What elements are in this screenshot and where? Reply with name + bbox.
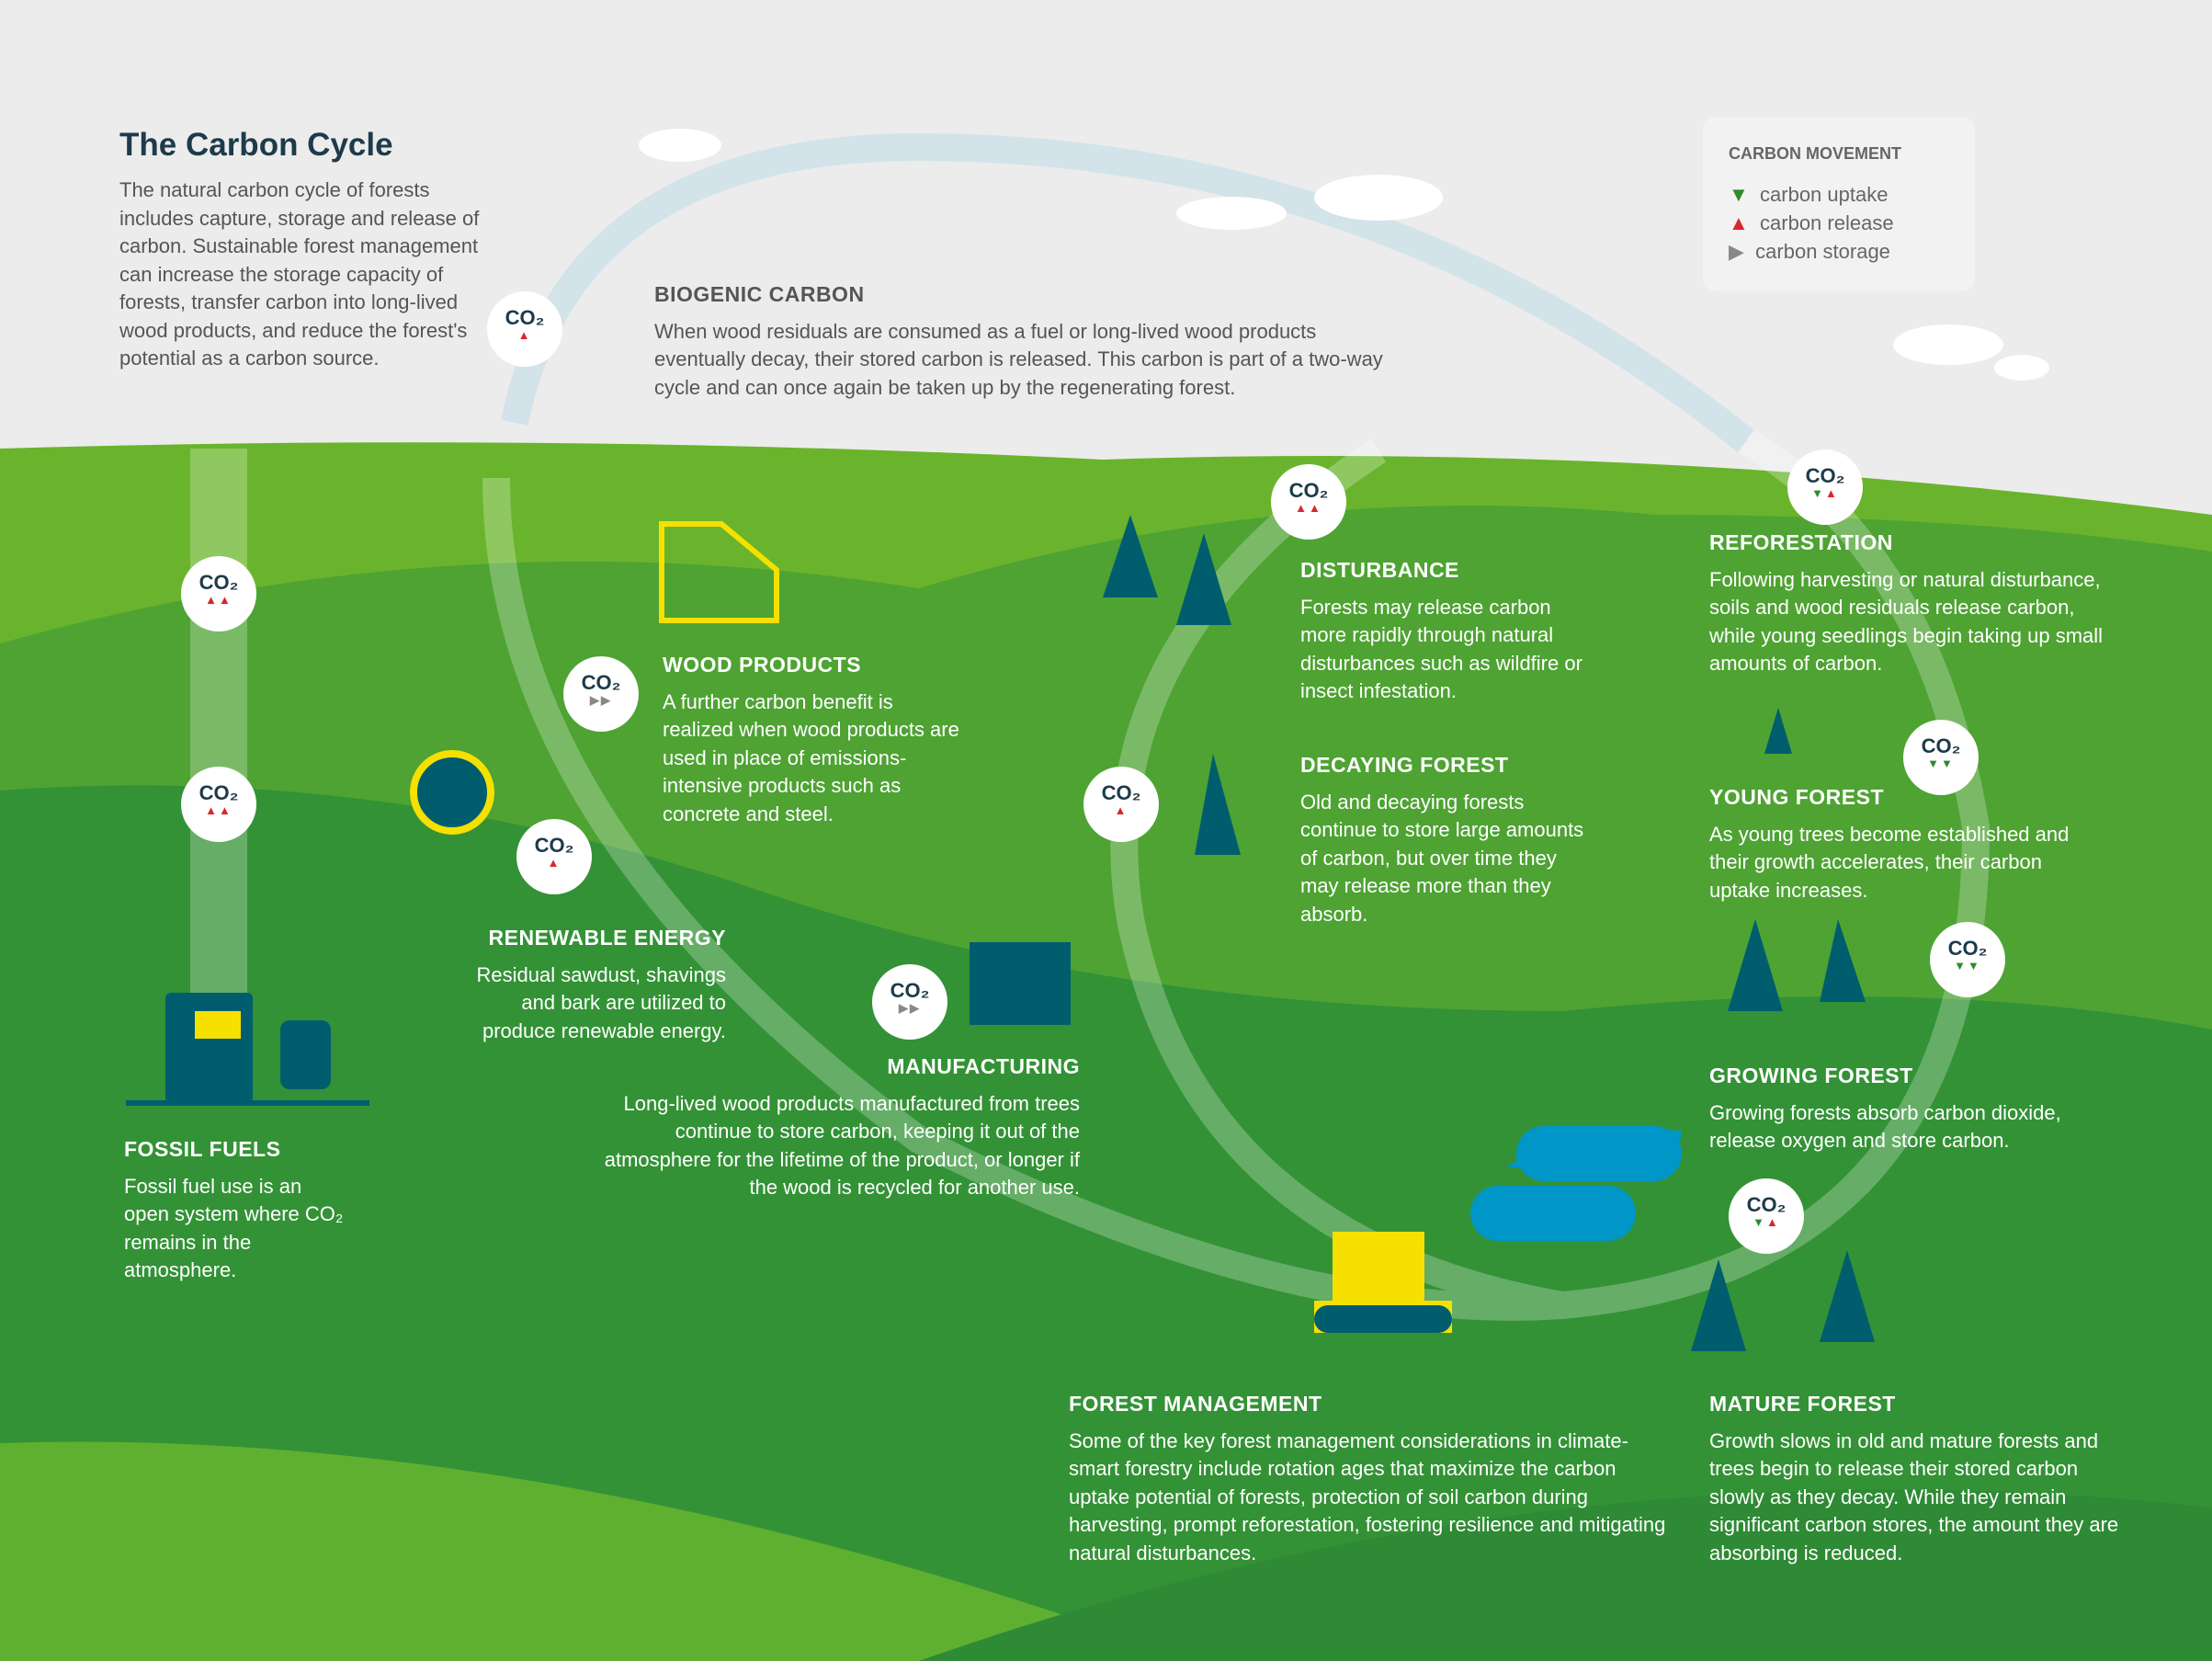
- section-heading: DISTURBANCE: [1300, 558, 1459, 582]
- section-text: As young trees become established and th…: [1709, 822, 2070, 902]
- legend-item-uptake: ▼ carbon uptake: [1729, 180, 1949, 209]
- carbon-movement-arrows-icon: ▼▲: [1811, 486, 1839, 500]
- page-title: The Carbon Cycle: [119, 127, 393, 163]
- co2-label: CO₂: [199, 571, 239, 594]
- section-heading: GROWING FOREST: [1709, 1064, 1913, 1087]
- co2-badge: CO₂▲: [516, 819, 592, 894]
- co2-label: CO₂: [1101, 781, 1141, 804]
- clouds: [639, 129, 2049, 381]
- section-decaying-forest: DECAYING FOREST Old and decaying forests …: [1300, 751, 1594, 928]
- section-text: Forests may release carbon more rapidly …: [1300, 595, 1582, 703]
- legend-item-release: ▲ carbon release: [1729, 209, 1949, 237]
- section-fossil-fuels: FOSSIL FUELS Fossil fuel use is an open s…: [124, 1135, 345, 1285]
- co2-badge: CO₂▲▲: [181, 556, 256, 631]
- biogenic-cycle-arc: [501, 132, 1755, 452]
- legend-title: CARBON MOVEMENT: [1729, 144, 1901, 163]
- co2-label: CO₂: [581, 671, 621, 694]
- co2-label: CO₂: [1805, 464, 1845, 487]
- co2-label: CO₂: [1921, 734, 1961, 757]
- section-young-forest: YOUNG FOREST As young trees become establ…: [1709, 783, 2104, 904]
- section-forest-management: FOREST MANAGEMENT Some of the key forest …: [1069, 1390, 1666, 1567]
- section-text: Following harvesting or natural disturba…: [1709, 567, 2104, 676]
- section-text: carbon uptake: [1760, 183, 1889, 206]
- co2-badge: CO₂▲▲: [181, 767, 256, 842]
- co2-badge: CO₂▶▶: [872, 964, 947, 1040]
- carbon-movement-arrows-icon: ▲: [517, 328, 532, 342]
- carbon-movement-arrows-icon: ▼▼: [1954, 959, 1981, 973]
- section-heading: FOSSIL FUELS: [124, 1137, 281, 1161]
- co2-label: CO₂: [1288, 479, 1329, 502]
- section-text: When wood residuals are consumed as a fu…: [654, 319, 1383, 399]
- section-heading: YOUNG FOREST: [1709, 785, 1885, 809]
- section-disturbance: DISTURBANCE Forests may release carbon mo…: [1300, 556, 1594, 706]
- co2-label: CO₂: [1746, 1193, 1787, 1216]
- section-text: Growing forests absorb carbon dioxide, r…: [1709, 1100, 2061, 1153]
- carbon-movement-arrows-icon: ▼▼: [1927, 757, 1955, 770]
- section-renewable-energy: RENEWABLE ENERGY Residual sawdust, shavin…: [450, 924, 726, 1045]
- section-text: Fossil fuel use is an open system where …: [124, 1174, 344, 1282]
- section-growing-forest: GROWING FOREST Growing forests absorb car…: [1709, 1062, 2104, 1155]
- co2-badge: CO₂▼▼: [1903, 720, 1979, 795]
- section-heading: BIOGENIC CARBON: [654, 282, 865, 306]
- section-heading: FOREST MANAGEMENT: [1069, 1392, 1322, 1416]
- section-text: carbon storage: [1755, 240, 1890, 263]
- section-mature-forest: MATURE FOREST Growth slows in old and mat…: [1709, 1390, 2123, 1567]
- co2-badge: CO₂▲: [1083, 767, 1159, 842]
- section-text: Residual sawdust, shavings and bark are …: [476, 962, 726, 1042]
- carbon-movement-arrows-icon: ▲▲: [205, 803, 233, 817]
- section-text: Some of the key forest management consid…: [1069, 1428, 1666, 1564]
- carbon-movement-arrows-icon: ▲: [547, 856, 562, 870]
- section-text: Old and decaying forests continue to sto…: [1300, 790, 1584, 926]
- carbon-movement-arrows-icon: ▶▶: [899, 1001, 921, 1015]
- section-heading: MATURE FOREST: [1709, 1392, 1896, 1416]
- co2-label: CO₂: [890, 979, 930, 1002]
- co2-label: CO₂: [534, 834, 574, 857]
- co2-label: CO₂: [199, 781, 239, 804]
- triangle-up-icon: ▲: [1729, 211, 1749, 234]
- icons: [126, 515, 1875, 1351]
- carbon-movement-arrows-icon: ▶▶: [590, 693, 612, 707]
- section-biogenic: BIOGENIC CARBON When wood residuals are c…: [654, 280, 1408, 402]
- triangle-right-icon: ▶: [1729, 240, 1744, 263]
- section-heading: MANUFACTURING: [887, 1054, 1080, 1078]
- section-text: carbon release: [1760, 211, 1894, 234]
- carbon-movement-arrows-icon: ▲▲: [1295, 501, 1322, 515]
- co2-label: CO₂: [1947, 937, 1988, 960]
- intro-text: The natural carbon cycle of forests incl…: [119, 178, 480, 370]
- section-wood-products: WOOD PRODUCTS A further carbon benefit is…: [663, 651, 961, 828]
- section-manufacturing: MANUFACTURING Long-lived wood products ma…: [597, 1052, 1080, 1202]
- section-text: Long-lived wood products manufactured fr…: [604, 1091, 1080, 1200]
- section-heading: DECAYING FOREST: [1300, 753, 1509, 777]
- triangle-down-icon: ▼: [1729, 183, 1749, 206]
- carbon-movement-arrows-icon: ▲▲: [205, 593, 233, 607]
- section-text: Growth slows in old and mature forests a…: [1709, 1428, 2119, 1564]
- co2-badge: CO₂▼▲: [1729, 1178, 1804, 1254]
- co2-badge: CO₂▼▼: [1930, 922, 2005, 997]
- co2-badge: CO₂▼▲: [1787, 449, 1863, 525]
- section-text: A further carbon benefit is realized whe…: [663, 689, 959, 825]
- section-heading: REFORESTATION: [1709, 530, 1893, 554]
- co2-badge: CO₂▲▲: [1271, 464, 1346, 540]
- co2-badge: CO₂▶▶: [563, 656, 639, 732]
- fossil-emission-column: [190, 449, 247, 1018]
- section-heading: RENEWABLE ENERGY: [488, 926, 726, 950]
- section-reforestation: REFORESTATION Following harvesting or nat…: [1709, 529, 2123, 678]
- carbon-movement-arrows-icon: ▲: [1114, 803, 1129, 817]
- co2-badge: CO₂▲: [487, 291, 562, 367]
- section-heading: WOOD PRODUCTS: [663, 653, 862, 677]
- co2-label: CO₂: [505, 306, 545, 329]
- carbon-movement-arrows-icon: ▼▲: [1753, 1215, 1780, 1229]
- legend: CARBON MOVEMENT ▼ carbon uptake ▲ carbon…: [1703, 117, 1975, 291]
- legend-item-storage: ▶ carbon storage: [1729, 237, 1949, 266]
